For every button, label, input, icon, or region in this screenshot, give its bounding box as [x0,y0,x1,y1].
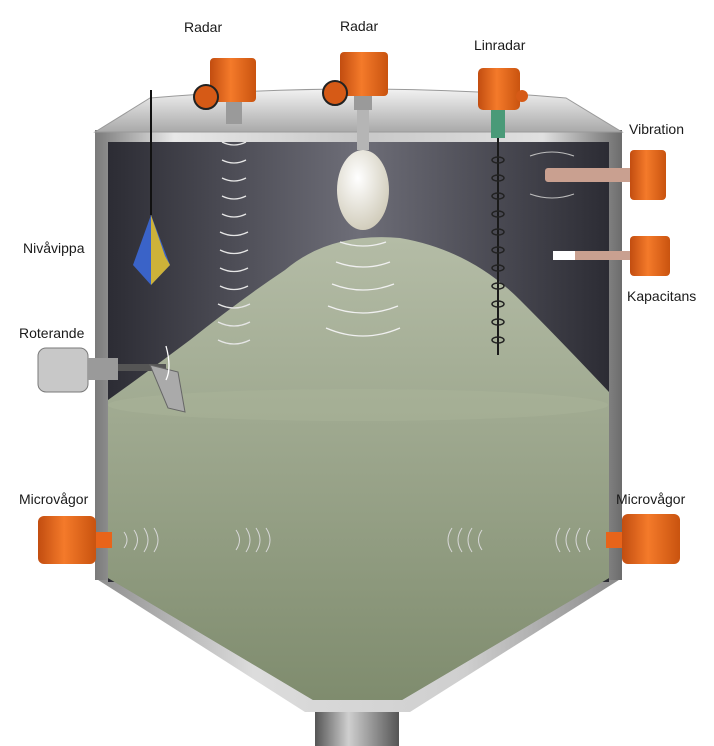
label-vibration: Vibration [629,121,685,137]
label-microvagor-left: Microvågor [19,491,89,507]
microwave-left-sensor [38,516,112,564]
radar-left-sensor [193,58,256,124]
label-linradar: Linradar [474,37,526,53]
label-radar-left: Radar [184,19,223,35]
radar-center-waves [325,241,401,337]
guided-radar-rings [491,156,505,344]
float-switch [133,90,170,285]
microwave-left-waves [123,527,271,553]
label-kapacitans: Kapacitans [627,288,697,304]
material-surface [108,389,608,421]
vibration-waves [529,151,575,199]
rotary-paddle-sensor [37,345,186,413]
microwave-right-waves [447,527,591,553]
label-nivavippa: Nivåvippa [23,240,85,256]
label-radar-center: Radar [340,18,379,34]
vibration-sensor [545,150,666,200]
capacitance-sensor [553,236,670,276]
radar-center-sensor [322,52,389,230]
bulk-material [108,237,609,700]
microwave-right-sensor [606,514,680,564]
radar-left-waves [217,141,251,345]
label-roterande: Roterande [19,325,85,341]
label-microvagor-right: Microvågor [616,491,686,507]
